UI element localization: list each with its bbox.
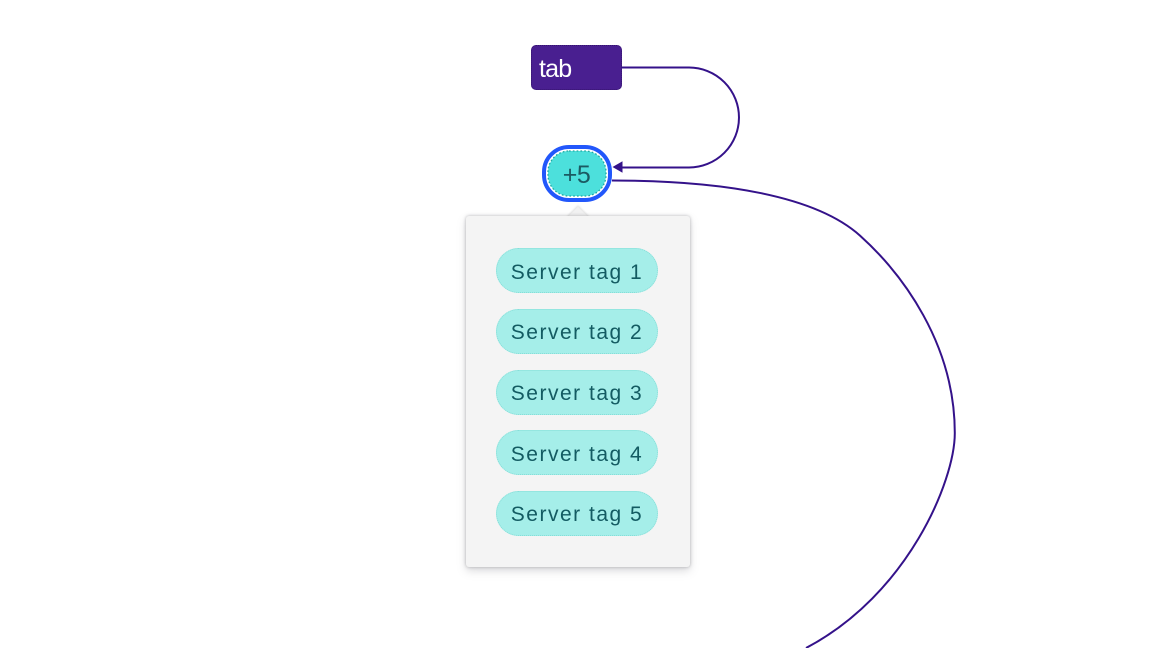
- svg-text:+5: +5: [563, 161, 591, 189]
